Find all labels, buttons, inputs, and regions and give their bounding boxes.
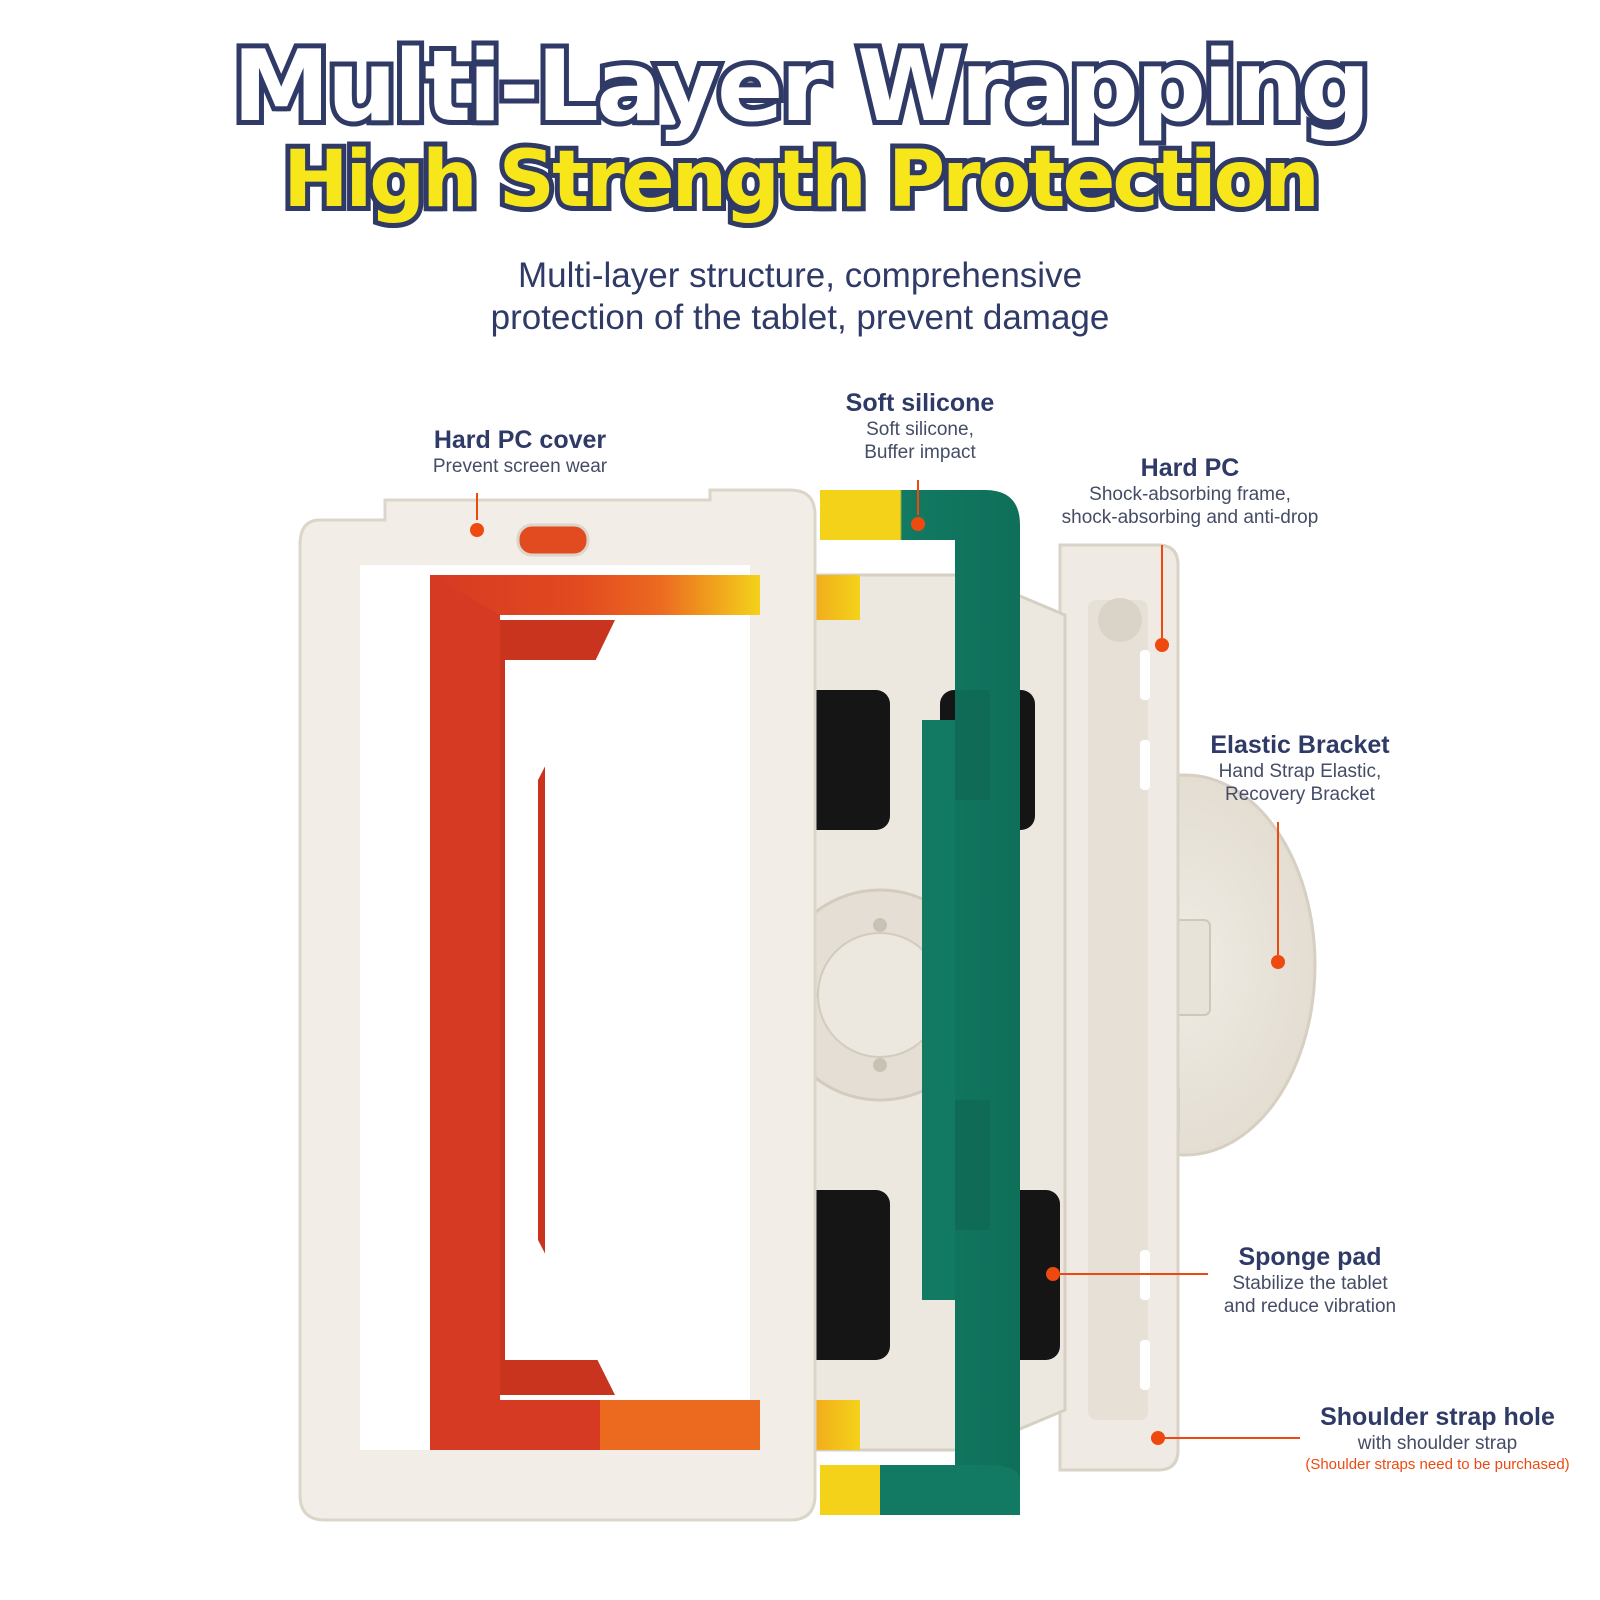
callout-shoulder-strap-hole: Shoulder strap hole with shoulder strap … [1285, 1402, 1590, 1475]
callout-title: Hard PC [1140, 454, 1240, 482]
callout-leaders [470, 480, 1300, 1445]
callout-hard-pc-cover: Hard PC cover Prevent screen wear [390, 425, 650, 478]
callout-dot-hard-pc-cover [470, 523, 484, 537]
callout-elastic-bracket: Elastic Bracket Hand Strap Elastic, Reco… [1180, 730, 1420, 806]
headline-main: Multi-Layer Wrapping [228, 25, 1376, 149]
callout-title: Sponge pad [1238, 1243, 1382, 1271]
soft-silicone-green-section [820, 490, 1020, 1515]
callout-desc-line-2: Buffer impact [864, 442, 976, 463]
subtitle: Multi-layer structure, comprehensive pro… [0, 255, 1600, 339]
hard-pc-front-cover [298, 488, 817, 1522]
hard-pc-back-shell [1058, 543, 1180, 1472]
callout-desc-line-2: shock-absorbing and anti-drop [1061, 507, 1319, 528]
callout-desc-line-1: Stabilize the tablet [1232, 1273, 1388, 1294]
subtitle-line-1: Multi-layer structure, comprehensive [517, 256, 1083, 295]
callout-desc-line-2: Recovery Bracket [1225, 784, 1375, 805]
callout-note: (Shoulder straps need to be purchased) [1305, 1456, 1570, 1473]
callout-title: Shoulder strap hole [1320, 1403, 1555, 1431]
callout-dot-soft-silicone [911, 517, 925, 531]
callout-desc-line-1: Soft silicone, [866, 419, 974, 440]
subtitle-line-2: protection of the tablet, prevent damage [490, 298, 1110, 337]
callout-title: Elastic Bracket [1210, 731, 1390, 759]
headline-secondary: High Strength Protection [278, 130, 1324, 230]
callout-desc: Prevent screen wear [432, 456, 608, 477]
callout-title: Hard PC cover [433, 426, 607, 454]
callout-dot-elastic-bracket [1271, 955, 1285, 969]
callout-desc-line-1: Hand Strap Elastic, [1218, 761, 1382, 782]
callout-title: Soft silicone [845, 389, 995, 417]
callout-dot-sponge-pad [1046, 1267, 1060, 1281]
callout-desc-line-2: and reduce vibration [1223, 1296, 1397, 1317]
callout-desc: with shoulder strap [1357, 1433, 1518, 1454]
callout-hard-pc: Hard PC Shock-absorbing frame, shock-abs… [1040, 453, 1340, 529]
callout-dot-shoulder-strap-hole [1151, 1431, 1165, 1445]
callout-desc-line-1: Shock-absorbing frame, [1089, 484, 1291, 505]
callout-soft-silicone: Soft silicone Soft silicone, Buffer impa… [800, 388, 1040, 464]
callout-sponge-pad: Sponge pad Stabilize the tablet and redu… [1190, 1242, 1430, 1318]
callout-dot-hard-pc [1155, 638, 1169, 652]
